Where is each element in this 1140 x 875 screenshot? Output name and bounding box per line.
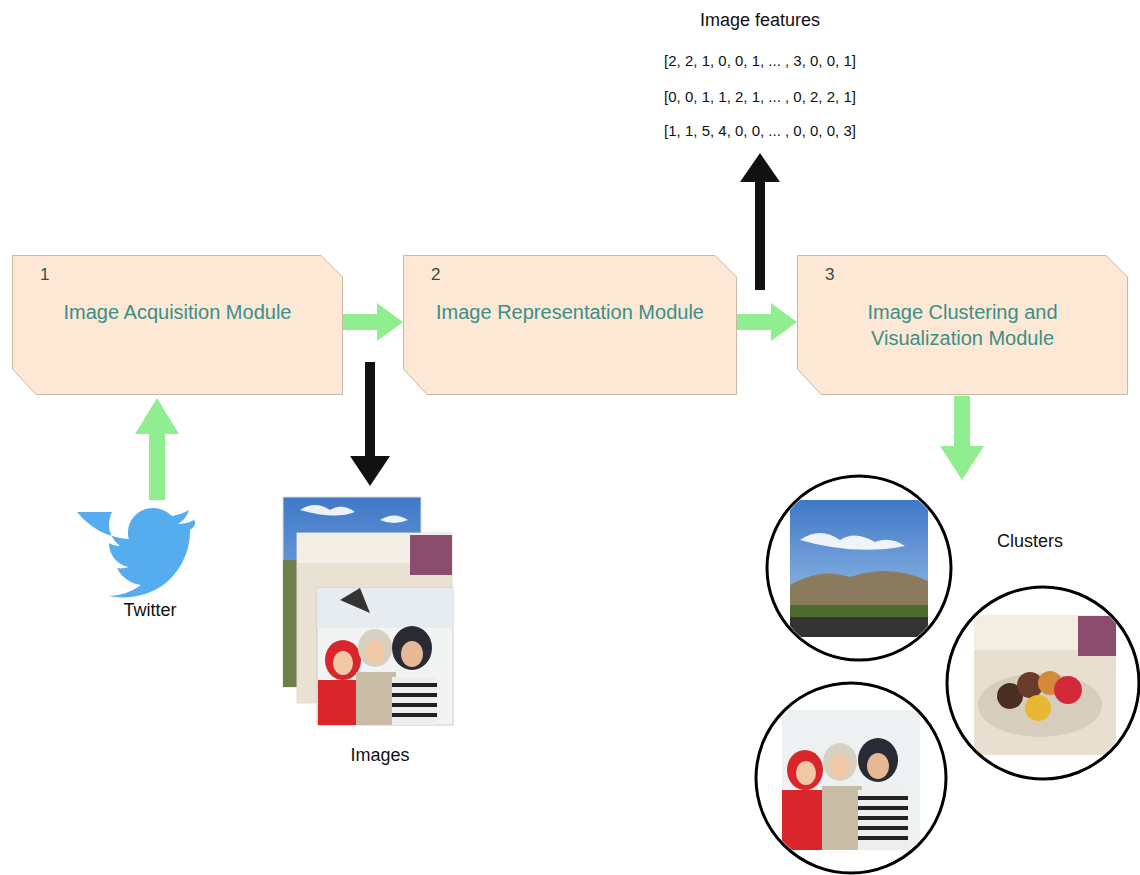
feature-vector: [0, 0, 1, 1, 2, 1, ... , 0, 2, 2, 1] — [664, 88, 856, 105]
module-title: Image Acquisition Module — [12, 255, 343, 325]
cluster-circle — [767, 476, 951, 660]
step-number: 2 — [431, 265, 440, 285]
flow-arrow — [940, 396, 984, 480]
process-box: 2Image Representation Module — [403, 255, 737, 395]
feature-vector: [1, 1, 5, 4, 0, 0, ... , 0, 0, 0, 3] — [664, 122, 856, 139]
cluster-circle — [947, 587, 1139, 779]
module-title: Image Clustering and Visualization Modul… — [797, 255, 1128, 351]
step-number: 1 — [40, 265, 49, 285]
tag-shape — [403, 255, 737, 395]
caption-label: Images — [350, 745, 409, 766]
image-stack — [283, 497, 453, 725]
feature-vector: [2, 2, 1, 0, 0, 1, ... , 3, 0, 0, 1] — [664, 52, 856, 69]
tag-shape — [797, 255, 1128, 395]
module-title: Image Representation Module — [403, 255, 737, 325]
flow-arrow — [135, 398, 179, 500]
flow-arrow — [737, 303, 797, 341]
flow-arrow — [343, 303, 403, 341]
process-box: 1Image Acquisition Module — [12, 255, 343, 395]
process-box: 3Image Clustering and Visualization Modu… — [797, 255, 1128, 395]
twitter-icon — [77, 508, 195, 597]
tag-shape — [12, 255, 343, 395]
output-arrow — [740, 153, 780, 290]
cluster-circle — [756, 683, 946, 873]
caption-label: Image features — [700, 10, 820, 31]
output-arrow — [350, 362, 390, 486]
caption-label: Clusters — [997, 531, 1063, 552]
step-number: 3 — [825, 265, 834, 285]
caption-label: Twitter — [123, 600, 176, 621]
